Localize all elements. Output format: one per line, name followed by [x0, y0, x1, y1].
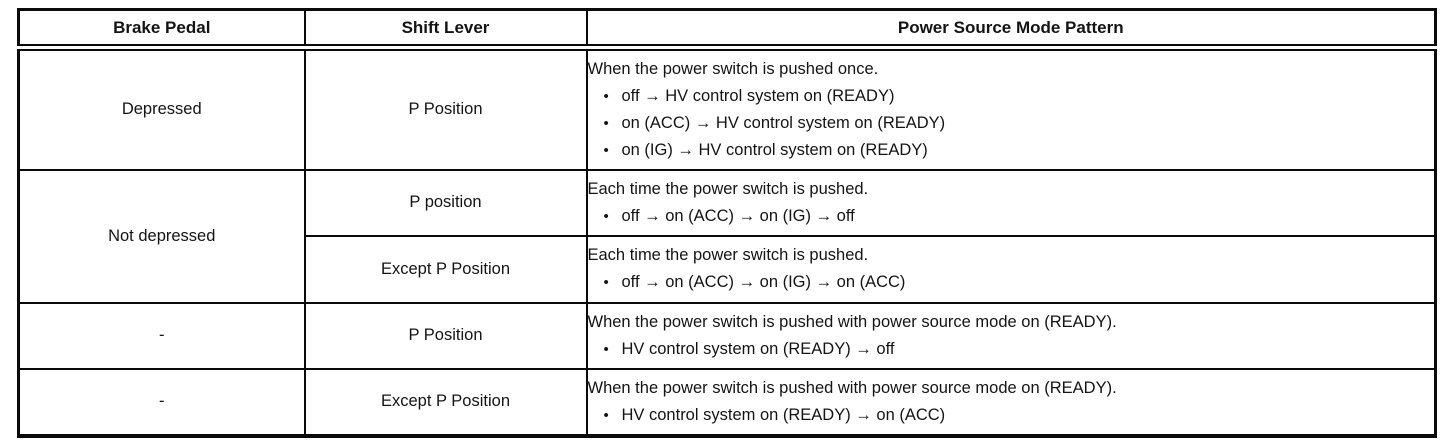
table-row: - Except P Position When the power switc… [17, 367, 1437, 438]
shift-lever-cell: P Position [303, 46, 588, 171]
pattern-bullet-text: HV control system on (READY) → on (ACC) [621, 405, 946, 424]
pattern-bullet: • HV control system on (READY) → on (ACC… [588, 402, 1435, 429]
pattern-bullet-text: on (ACC) → HV control system on (READY) [621, 113, 946, 132]
header-row: Brake Pedal Shift Lever Power Source Mod… [17, 8, 1437, 51]
pattern-cell: Each time the power switch is pushed. • … [585, 168, 1437, 237]
bullet-icon: • [603, 274, 609, 291]
brake-pedal-cell: Depressed [17, 46, 306, 171]
table-row: - P Position When the power switch is pu… [17, 301, 1437, 370]
bullet-icon: • [603, 141, 609, 159]
bullet-icon: • [603, 406, 609, 424]
pattern-cell: Each time the power switch is pushed. • … [585, 234, 1437, 304]
bullet-icon: • [603, 207, 609, 225]
shift-lever-cell: P position [303, 168, 588, 237]
pattern-bullet-text: off → HV control system on (READY) [621, 86, 895, 105]
table-row: Except P Position Each time the power sw… [19, 234, 1437, 304]
bullet-icon: • [603, 340, 609, 358]
pattern-cell: When the power switch is pushed with pow… [585, 367, 1437, 438]
shift-lever-cell: Except P Position [303, 367, 588, 438]
pattern-intro: When the power switch is pushed with pow… [587, 312, 1117, 331]
pattern-bullet: • off → HV control system on (READY) [588, 83, 1435, 110]
column-header-pattern: Power Source Mode Pattern [585, 8, 1437, 51]
pattern-bullet-text: on (IG) → HV control system on (READY) [621, 140, 928, 159]
column-header-brake-pedal: Brake Pedal [17, 8, 306, 51]
shift-lever-cell: Except P Position [303, 234, 588, 304]
pattern-cell: When the power switch is pushed with pow… [585, 301, 1437, 370]
pattern-intro: Each time the power switch is pushed. [587, 179, 869, 198]
brake-pedal-cell: Not depressed [17, 168, 306, 304]
pattern-cell: When the power switch is pushed once. • … [585, 46, 1437, 171]
pattern-bullet-text: off → on (ACC) → on (IG) → on (ACC) [621, 273, 906, 291]
pattern-intro: Each time the power switch is pushed. [587, 246, 869, 264]
pattern-bullet-text: off → on (ACC) → on (IG) → off [621, 206, 855, 225]
brake-pedal-cell: - [17, 367, 306, 438]
pattern-intro: When the power switch is pushed once. [587, 59, 879, 78]
pattern-bullet: • on (IG) → HV control system on (READY) [588, 137, 1435, 164]
table-row: Depressed P Position When the power swit… [17, 46, 1437, 171]
bullet-icon: • [603, 87, 609, 105]
shift-lever-cell: P Position [303, 301, 588, 370]
pattern-bullet: • off → on (ACC) → on (IG) → off [588, 203, 1435, 230]
bullet-icon: • [603, 114, 609, 132]
pattern-bullet-text: HV control system on (READY) → off [621, 339, 895, 358]
brake-pedal-cell: - [17, 301, 306, 370]
power-source-mode-table: Brake Pedal Shift Lever Power Source Mod… [17, 8, 1437, 438]
column-header-shift-lever: Shift Lever [303, 8, 588, 51]
table-row: Not depressed P position Each time the p… [17, 168, 1437, 304]
pattern-bullet: • on (ACC) → HV control system on (READY… [588, 110, 1435, 137]
pattern-intro: When the power switch is pushed with pow… [587, 378, 1117, 397]
pattern-bullet: • off → on (ACC) → on (IG) → on (ACC) [588, 269, 1435, 296]
pattern-bullet: • HV control system on (READY) → off [588, 336, 1435, 363]
